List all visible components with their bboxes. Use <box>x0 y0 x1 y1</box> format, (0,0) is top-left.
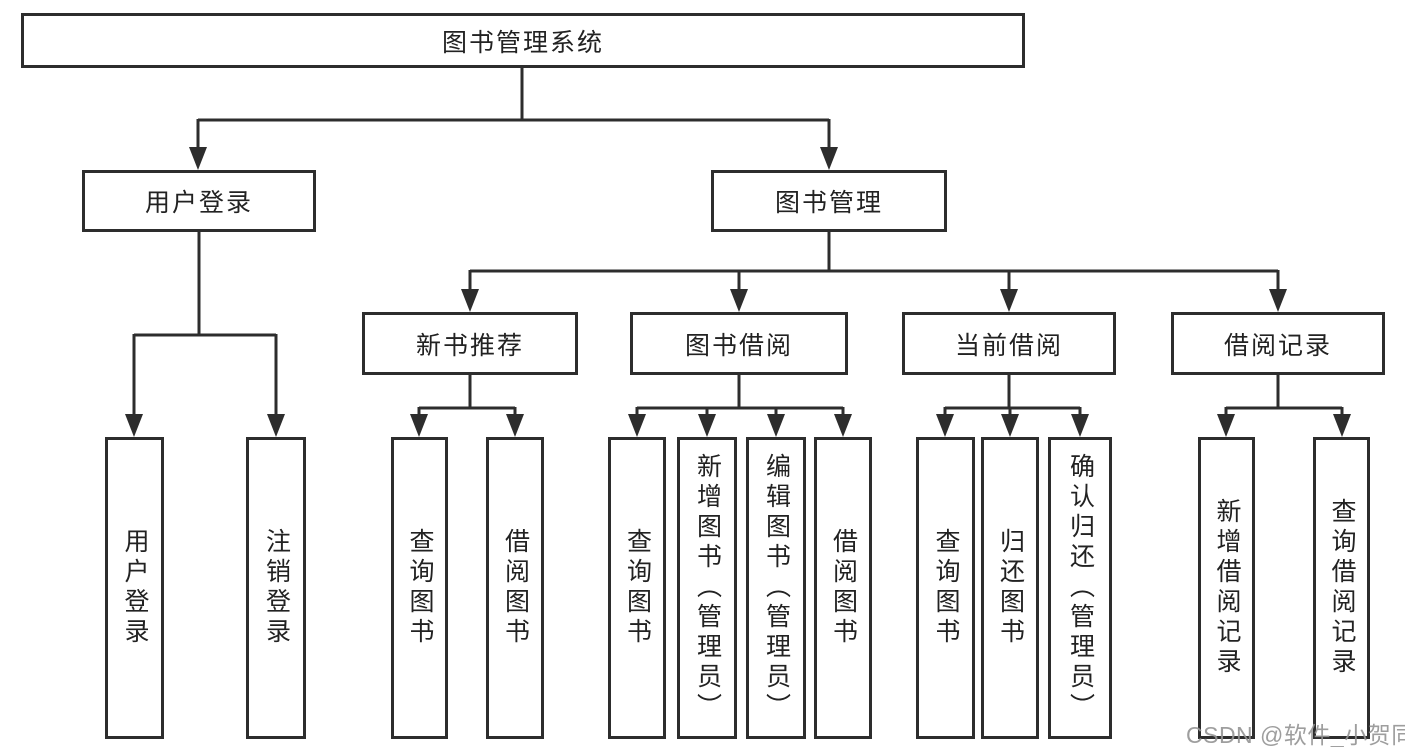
node-book-management: 图书管理 <box>711 170 947 232</box>
leaf-borrow-books-recommend: 借阅图书 <box>486 437 544 739</box>
leaf-borrow-books-borrow: 借阅图书 <box>814 437 872 739</box>
node-current-borrowing: 当前借阅 <box>902 312 1116 375</box>
node-label: 图书借阅 <box>684 331 793 360</box>
leaf-query-books-borrow: 查询图书 <box>608 437 666 739</box>
leaf-label: 注销登录 <box>262 528 291 648</box>
leaf-add-borrow-record: 新增借阅记录 <box>1198 437 1255 739</box>
leaf-label: 新增借阅记录 <box>1213 498 1241 678</box>
node-label: 图书管理 <box>774 189 883 217</box>
leaf-label: 借阅图书 <box>501 528 530 648</box>
leaf-add-book-admin: 新增图书（管理员） <box>677 437 737 739</box>
leaf-label: 借阅图书 <box>829 528 858 648</box>
leaf-return-books: 归还图书 <box>981 437 1039 739</box>
csdn-watermark: CSDN @软件_小贺同学 <box>1186 722 1405 747</box>
leaf-query-books-current: 查询图书 <box>916 437 975 739</box>
arrowheads <box>125 147 1351 437</box>
node-label: 当前借阅 <box>954 331 1063 360</box>
leaf-label: 查询借阅记录 <box>1328 498 1356 678</box>
node-label: 图书管理系统 <box>441 28 604 57</box>
leaf-query-borrow-record: 查询借阅记录 <box>1313 437 1370 739</box>
node-book-borrowing: 图书借阅 <box>630 312 848 375</box>
leaf-label: 查询图书 <box>623 528 652 648</box>
leaf-logout: 注销登录 <box>246 437 306 739</box>
node-label: 借阅记录 <box>1223 331 1332 360</box>
node-new-book-recommendation: 新书推荐 <box>362 312 578 375</box>
leaf-label: 归还图书 <box>996 528 1025 648</box>
node-label: 用户登录 <box>144 189 253 217</box>
leaf-label: 用户登录 <box>121 528 149 648</box>
leaf-edit-book-admin: 编辑图书（管理员） <box>746 437 806 739</box>
leaf-confirm-return-admin: 确认归还（管理员） <box>1048 437 1112 739</box>
node-library-management-system: 图书管理系统 <box>21 13 1025 68</box>
leaf-label: 查询图书 <box>406 528 434 648</box>
leaf-label: 新增图书（管理员） <box>693 453 722 723</box>
node-label: 新书推荐 <box>415 331 524 360</box>
node-user-login: 用户登录 <box>82 170 316 232</box>
leaf-label: 确认归还（管理员） <box>1066 453 1095 723</box>
leaf-label: 查询图书 <box>932 528 960 648</box>
leaf-label: 编辑图书（管理员） <box>762 453 791 723</box>
leaf-query-books-recommend: 查询图书 <box>391 437 448 739</box>
node-borrowing-records: 借阅记录 <box>1171 312 1385 375</box>
leaf-user-login: 用户登录 <box>105 437 164 739</box>
